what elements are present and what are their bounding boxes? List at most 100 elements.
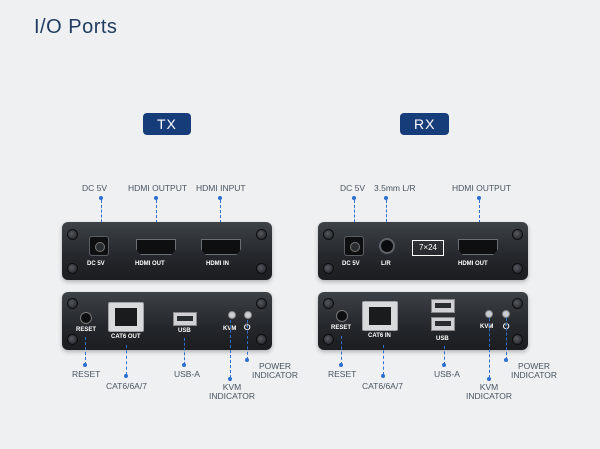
rx-hdmi-out-port	[458, 239, 498, 255]
rx-front-panel: DC 5V L/R 7×24 HDMI OUT	[318, 222, 528, 280]
rx-label-cat: CAT6 IN	[368, 333, 391, 339]
rx-usb-port-top	[431, 299, 455, 313]
callout-line	[383, 345, 384, 375]
callout-line	[156, 200, 157, 238]
callout-line	[220, 200, 221, 238]
tx-callout-cat: CAT6/6A/7	[106, 381, 147, 391]
callout-line	[506, 318, 507, 360]
tx-usb-port	[173, 312, 197, 326]
callout-line	[489, 318, 490, 378]
callout-line	[247, 320, 248, 360]
callout-dot	[477, 196, 481, 200]
screw	[323, 263, 334, 274]
tx-callout-dc: DC 5V	[82, 183, 108, 193]
callout-dot	[381, 374, 385, 378]
tx-label-usb: USB	[178, 328, 191, 334]
tx-callout-hdmi-input: HDMI INPUT	[196, 183, 246, 193]
rx-label-audio: L/R	[381, 261, 391, 267]
callout-line	[479, 200, 480, 238]
screw	[256, 334, 267, 345]
screw	[512, 298, 523, 309]
callout-dot	[218, 196, 222, 200]
rx-label-hdmi-out: HDMI OUT	[458, 261, 488, 267]
tx-label-hdmi-out: HDMI OUT	[135, 261, 165, 267]
rx-audio-port	[379, 238, 395, 254]
callout-line	[184, 338, 185, 365]
callout-dot	[182, 363, 186, 367]
tx-callout-hdmi-output: HDMI OUTPUT	[128, 183, 188, 193]
page-title: I/O Ports	[34, 16, 118, 38]
rx-label-7x24: 7×24	[412, 240, 444, 256]
tx-cat-port	[108, 302, 144, 332]
callout-dot	[442, 363, 446, 367]
tx-label-hdmi-in: HDMI IN	[206, 261, 229, 267]
rx-usb-port-bottom	[431, 317, 455, 331]
tx-power-led	[244, 311, 252, 319]
tx-front-panel: DC 5V HDMI OUT HDMI IN	[62, 222, 272, 280]
rx-badge: RX	[400, 113, 450, 135]
rx-callout-audio: 3.5mm L/R	[374, 183, 416, 193]
screw	[512, 263, 523, 274]
callout-line	[444, 346, 445, 365]
tx-label-reset: RESET	[76, 327, 97, 333]
rx-dc-port	[344, 236, 364, 256]
tx-reset-button	[80, 312, 92, 324]
screw	[323, 229, 334, 240]
callout-dot	[339, 363, 343, 367]
rx-label-reset: RESET	[331, 325, 352, 331]
tx-callout-kvm: KVM INDICATOR	[209, 382, 255, 401]
callout-dot	[99, 196, 103, 200]
rx-label-dc: DC 5V	[342, 261, 360, 267]
screw	[256, 263, 267, 274]
callout-line	[230, 320, 231, 378]
tx-label-kvm: KVM	[223, 326, 237, 332]
callout-line	[341, 336, 342, 365]
rx-callout-kvm: KVM INDICATOR	[466, 382, 512, 401]
callout-line	[386, 200, 387, 236]
callout-dot	[384, 196, 388, 200]
rx-power-led	[502, 310, 510, 318]
rx-callout-dc: DC 5V	[340, 183, 366, 193]
rx-cat-port	[362, 301, 398, 331]
tx-badge: TX	[143, 113, 191, 135]
callout-line	[354, 200, 355, 232]
screw	[67, 263, 78, 274]
rx-label-kvm: KVM	[480, 324, 494, 330]
callout-dot	[124, 374, 128, 378]
tx-label-cat: CAT6 OUT	[111, 334, 141, 340]
screw	[323, 298, 334, 309]
tx-callout-power: POWER INDICATOR	[252, 361, 298, 380]
callout-dot	[228, 377, 232, 381]
callout-dot	[504, 358, 508, 362]
rx-kvm-led	[485, 310, 493, 318]
rx-rear-panel: RESET CAT6 IN USB KVM ⏻	[318, 292, 528, 350]
callout-dot	[487, 377, 491, 381]
callout-dot	[245, 358, 249, 362]
rx-reset-button	[336, 310, 348, 322]
rx-callout-cat: CAT6/6A/7	[362, 381, 403, 391]
tx-hdmi-in-port	[201, 239, 241, 255]
tx-dc-port	[89, 236, 109, 256]
callout-line	[85, 337, 86, 365]
rx-callout-hdmi-output: HDMI OUTPUT	[452, 183, 512, 193]
rx-callout-power: POWER INDICATOR	[511, 361, 557, 380]
rx-label-usb: USB	[436, 336, 449, 342]
screw	[67, 298, 78, 309]
screw	[512, 334, 523, 345]
tx-label-dc: DC 5V	[87, 261, 105, 267]
tx-callout-usb: USB-A	[174, 369, 200, 379]
callout-line	[126, 345, 127, 375]
callout-dot	[352, 196, 356, 200]
rx-callout-reset: RESET	[328, 369, 357, 379]
tx-hdmi-out-port	[136, 239, 176, 255]
rx-callout-usb: USB-A	[434, 369, 460, 379]
callout-dot	[83, 363, 87, 367]
screw	[323, 334, 334, 345]
screw	[512, 229, 523, 240]
tx-rear-panel: RESET CAT6 OUT USB KVM ⏻	[62, 292, 272, 350]
callout-line	[101, 200, 102, 232]
tx-callout-reset: RESET	[72, 369, 101, 379]
screw	[67, 334, 78, 345]
tx-kvm-led	[228, 311, 236, 319]
screw	[256, 229, 267, 240]
